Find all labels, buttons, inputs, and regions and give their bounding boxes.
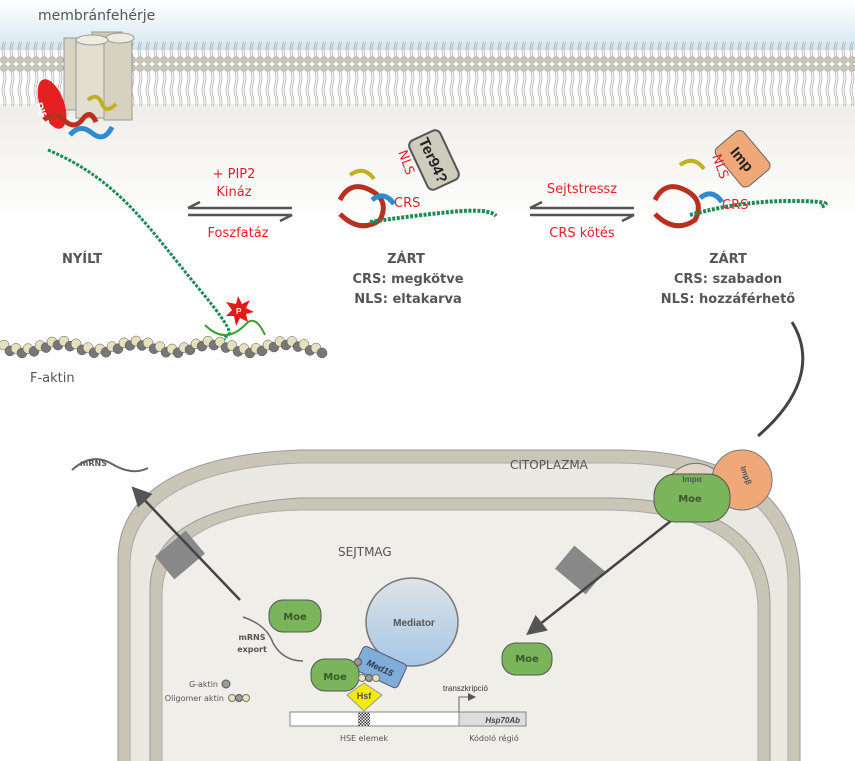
transport-path bbox=[757, 321, 805, 438]
hse-element bbox=[358, 712, 370, 726]
kinase-condition: Kináz bbox=[216, 185, 251, 200]
hsf-factor bbox=[346, 682, 383, 712]
hse-label: HSE elemek bbox=[340, 734, 388, 743]
mrna-strand bbox=[71, 458, 149, 473]
cell-stress-condition: Sejtstressz bbox=[547, 182, 617, 197]
crs-label-2: CRS bbox=[722, 198, 748, 213]
moe-label: Moe bbox=[678, 494, 702, 505]
f-actin-label: F-aktin bbox=[30, 371, 75, 386]
closed1-title: ZÁRT bbox=[387, 251, 425, 267]
nuclear-envelope bbox=[117, 449, 801, 761]
g-actin-label: G-aktin bbox=[189, 680, 218, 689]
nuclear-pore-left bbox=[155, 530, 205, 580]
nuclear-import-arrow bbox=[526, 519, 673, 636]
pip2-condition: + PIP2 bbox=[213, 167, 256, 182]
ter94-box bbox=[408, 129, 460, 191]
moe-importin-complex: Impα Impβ Moe bbox=[653, 449, 773, 523]
mrna-export-label-2: export bbox=[237, 645, 267, 654]
plasma-membrane bbox=[0, 42, 855, 106]
cytoplasm-label: CITOPLAZMA bbox=[510, 458, 589, 472]
membrane-protein-label: membránfehérje bbox=[38, 8, 155, 24]
membrane-protein-icon bbox=[63, 31, 135, 121]
equilibrium-arrow-right bbox=[188, 213, 293, 223]
closed1-nls-status: NLS: eltakarva bbox=[354, 292, 462, 307]
closed1-crs-status: CRS: megkötve bbox=[352, 272, 463, 287]
moe-export bbox=[268, 599, 322, 633]
gene-label: Hsp70Ab bbox=[485, 716, 520, 725]
transcription-label: transzkripció bbox=[443, 684, 488, 693]
closed2-crs-status: CRS: szabadon bbox=[674, 272, 782, 287]
phosphatase-condition: Foszfatáz bbox=[208, 226, 269, 241]
actin-monomer bbox=[316, 347, 328, 359]
mrna-export-arrow bbox=[131, 486, 241, 601]
closed2-title: ZÁRT bbox=[709, 251, 747, 267]
f-actin-filament bbox=[0, 335, 328, 359]
moe-label: Moe bbox=[323, 672, 347, 683]
crs-label: CRS bbox=[394, 196, 420, 211]
importin-box bbox=[714, 129, 771, 188]
equilibrium-arrow-left bbox=[187, 200, 292, 210]
mrna-export-label-1: mRNS bbox=[239, 633, 266, 642]
closed-moesin-structure-1: Ter94? NLS CRS bbox=[337, 129, 498, 229]
mediator-complex bbox=[365, 577, 459, 667]
open-moesin-structure: PIP2 P bbox=[32, 79, 266, 341]
hsf-label: Hsf bbox=[357, 691, 373, 701]
imp-alpha-label: Impα bbox=[682, 475, 701, 484]
moe-label: Moe bbox=[515, 654, 539, 665]
oligomer-actin-label: Oligomer aktin bbox=[165, 694, 224, 703]
moe-nuclear bbox=[310, 658, 360, 692]
phosphate-label: P bbox=[236, 307, 242, 316]
equilibrium-arrow-left-2 bbox=[529, 200, 634, 210]
extracellular-space bbox=[0, 0, 855, 50]
crs-binding-condition: CRS kötés bbox=[549, 226, 615, 241]
mrna-label: mRNS bbox=[80, 459, 107, 468]
phosphate-icon bbox=[226, 296, 254, 326]
transcription-arrow bbox=[458, 693, 476, 712]
closed2-nls-status: NLS: hozzáférhető bbox=[661, 292, 796, 307]
coding-region-label: Kódoló régió bbox=[469, 733, 519, 743]
open-state-label: NYÍLT bbox=[62, 251, 102, 267]
moe-imported bbox=[501, 642, 553, 676]
closed-moesin-structure-2: Imp NLS CRS bbox=[652, 129, 828, 229]
mrna-export-strand bbox=[242, 616, 304, 662]
equilibrium-arrow-right-2 bbox=[530, 213, 635, 223]
g-actin-icon bbox=[221, 679, 231, 689]
moe-label: Moe bbox=[283, 612, 307, 623]
nucleus-label: SEJTMAG bbox=[338, 545, 392, 559]
mediator-label: Mediator bbox=[393, 618, 435, 629]
coding-region bbox=[458, 711, 527, 727]
